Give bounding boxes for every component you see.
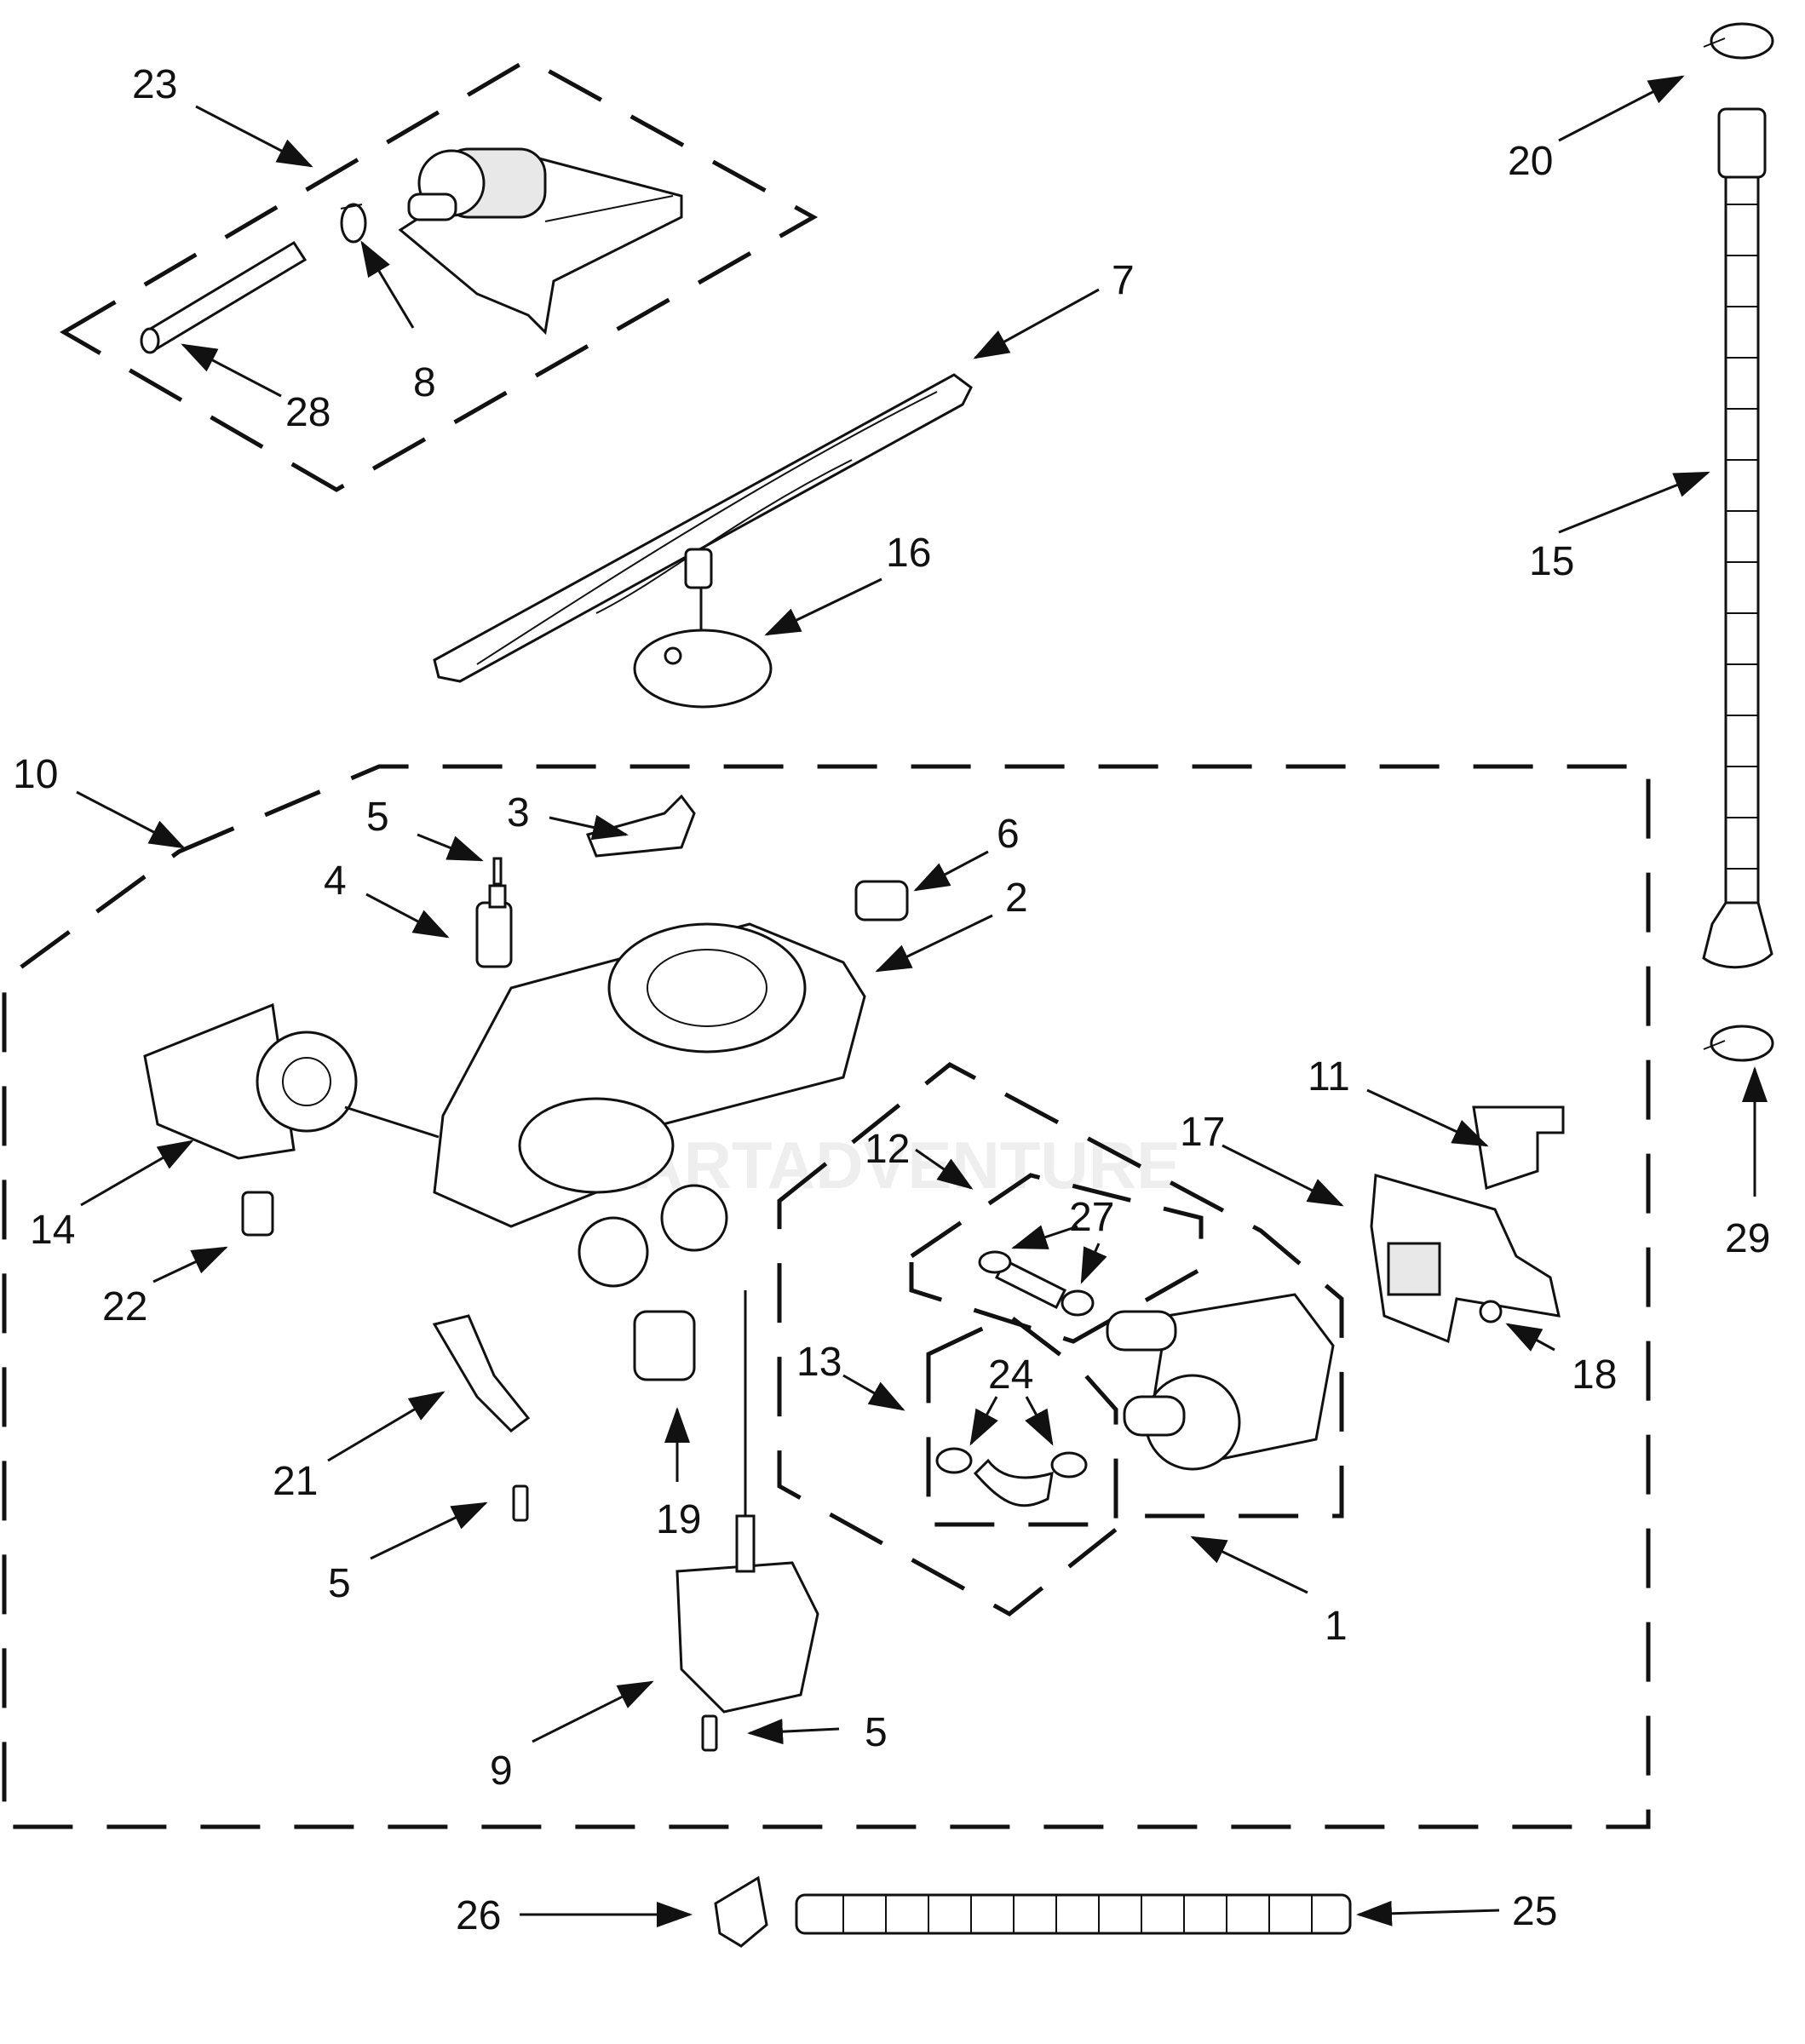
elbow-hose-part xyxy=(935,1447,1088,1507)
callout-18: 18 xyxy=(1572,1352,1617,1398)
callout-6: 6 xyxy=(997,812,1020,857)
callout-4: 4 xyxy=(324,858,347,904)
group-23-boundary xyxy=(60,57,819,492)
leader-4 xyxy=(365,893,450,939)
callout-17: 17 xyxy=(1180,1110,1225,1155)
leader-11 xyxy=(1366,1088,1489,1147)
callout-1: 1 xyxy=(1325,1604,1348,1649)
leader-10 xyxy=(76,790,186,849)
callout-5-top: 5 xyxy=(366,795,389,840)
leader-6 xyxy=(913,850,989,892)
callout-19: 19 xyxy=(656,1497,701,1542)
leader-5-top xyxy=(417,833,484,862)
callout-24: 24 xyxy=(988,1352,1033,1398)
sensor-part xyxy=(475,884,513,968)
leader-17 xyxy=(1222,1144,1344,1207)
leader-15 xyxy=(1558,471,1710,534)
spray-arm-disc-part xyxy=(633,588,773,709)
leader-22 xyxy=(152,1246,228,1283)
leader-20 xyxy=(1558,75,1685,142)
callout-22: 22 xyxy=(102,1284,147,1329)
leader-9 xyxy=(532,1680,654,1743)
hose-clamp-top-part xyxy=(1703,22,1774,60)
callout-15: 15 xyxy=(1529,539,1574,584)
short-hose-part xyxy=(140,240,308,354)
callout-5-bottom: 5 xyxy=(865,1710,888,1755)
leader-16 xyxy=(764,577,882,636)
leader-3 xyxy=(549,814,629,841)
callout-25: 25 xyxy=(1512,1889,1557,1934)
leader-7 xyxy=(973,288,1100,359)
sump-part xyxy=(433,922,866,1288)
fill-hose-part xyxy=(795,1893,1352,1935)
callout-12: 12 xyxy=(865,1127,910,1172)
hose-clamp-part xyxy=(340,203,367,244)
leader-12 xyxy=(915,1148,974,1190)
callout-9: 9 xyxy=(490,1748,513,1794)
hose-with-clamps-part xyxy=(978,1250,1095,1317)
leader-23 xyxy=(195,105,313,168)
screw-part xyxy=(492,857,503,886)
leader-27b xyxy=(1080,1243,1107,1284)
callout-23: 23 xyxy=(132,62,177,107)
drain-hose-part xyxy=(1702,107,1773,969)
callout-29: 29 xyxy=(1725,1216,1770,1261)
turbidity-sensor-part xyxy=(633,1310,696,1381)
thermostat-part xyxy=(241,1191,274,1237)
heater-bracket-part xyxy=(432,1314,531,1433)
mounting-bracket-part xyxy=(1472,1105,1565,1190)
group-1-boundary xyxy=(777,1062,1344,1616)
leader-14 xyxy=(80,1140,194,1207)
callout-5-mid: 5 xyxy=(328,1561,351,1606)
callout-11: 11 xyxy=(1308,1054,1350,1100)
callout-7: 7 xyxy=(1112,258,1135,303)
leader-1 xyxy=(1190,1536,1308,1594)
leader-24b xyxy=(1025,1396,1054,1446)
leader-21 xyxy=(327,1391,446,1462)
callout-28: 28 xyxy=(285,390,331,435)
grommet-part xyxy=(854,880,909,922)
screw-lower-left-part xyxy=(512,1484,529,1522)
callout-16: 16 xyxy=(886,531,931,576)
screw-bottom-part xyxy=(701,1714,718,1752)
leader-2 xyxy=(875,914,993,973)
drain-pump-assembly-part xyxy=(398,147,683,336)
group-10-boundary xyxy=(2,764,1651,1829)
callout-21: 21 xyxy=(273,1459,318,1504)
callout-10: 10 xyxy=(13,752,58,797)
leader-25 xyxy=(1356,1900,1500,1926)
leader-27a xyxy=(1011,1225,1078,1249)
callout-3: 3 xyxy=(507,790,530,835)
circulation-pump-part xyxy=(1106,1293,1335,1471)
hose-clamp-bottom-part xyxy=(1703,1025,1774,1062)
callout-2: 2 xyxy=(1005,876,1028,921)
group-12-boundary xyxy=(909,1173,1204,1344)
callout-13: 13 xyxy=(796,1340,842,1385)
leader-24a xyxy=(969,1396,998,1446)
screw-18-part xyxy=(1479,1300,1503,1323)
circulation-motor-part xyxy=(143,1002,440,1160)
leader-5-bottom xyxy=(747,1719,840,1745)
mounting-plate-part xyxy=(1370,1174,1561,1344)
leader-18 xyxy=(1505,1323,1555,1352)
callout-14: 14 xyxy=(30,1208,75,1253)
leader-5-mid xyxy=(370,1501,488,1560)
leader-28 xyxy=(181,343,282,398)
callout-27: 27 xyxy=(1069,1195,1114,1240)
hose-clip-part xyxy=(714,1875,768,1948)
leader-8 xyxy=(360,240,415,329)
leader-13 xyxy=(842,1374,905,1411)
callout-26: 26 xyxy=(456,1893,501,1938)
diverter-motor-part xyxy=(675,1290,819,1714)
bracket-part xyxy=(585,794,696,858)
group-13-boundary xyxy=(926,1313,1118,1527)
lower-spray-arm-part xyxy=(433,373,973,683)
callout-20: 20 xyxy=(1508,139,1553,184)
callout-8: 8 xyxy=(413,360,436,405)
